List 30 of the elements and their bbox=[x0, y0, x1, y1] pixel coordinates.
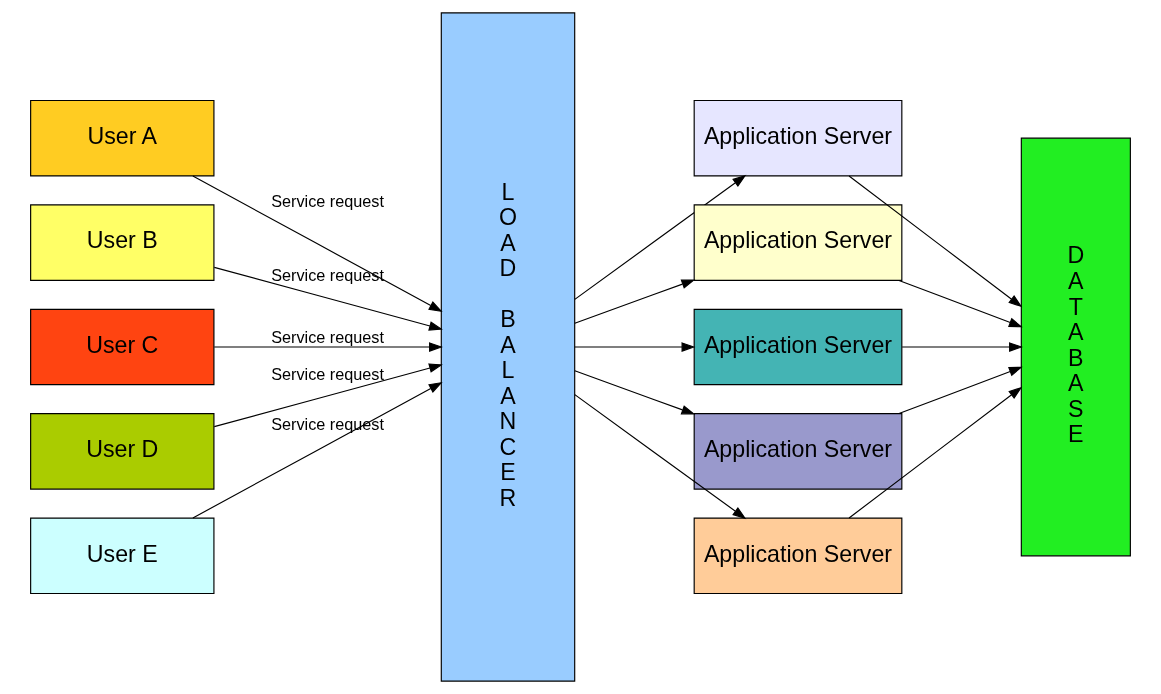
edge-label: Service request bbox=[271, 191, 385, 210]
node-box: Application Server bbox=[693, 308, 903, 386]
node-box: User C bbox=[30, 308, 215, 386]
arrow bbox=[848, 386, 1023, 519]
arrow bbox=[574, 370, 696, 415]
arrow bbox=[848, 175, 1023, 308]
arrow bbox=[192, 175, 443, 313]
node-box: Application Server bbox=[693, 413, 903, 490]
node-box: DATABASE bbox=[1020, 137, 1131, 557]
arrow bbox=[574, 394, 747, 520]
node-box: User A bbox=[30, 99, 215, 177]
node-box: User D bbox=[30, 413, 215, 490]
arrow bbox=[898, 279, 1023, 328]
node-box: Application Server bbox=[693, 517, 903, 595]
node-box: Application Server bbox=[693, 99, 903, 177]
arrow bbox=[574, 174, 747, 300]
node-box: User E bbox=[30, 517, 215, 595]
node-box: Application Server bbox=[693, 204, 903, 281]
node-box: User B bbox=[30, 204, 215, 281]
arrow bbox=[574, 342, 696, 352]
edge-label: Service request bbox=[271, 364, 385, 383]
arrow bbox=[213, 363, 443, 428]
arrow bbox=[213, 266, 443, 331]
edge-label: Service request bbox=[271, 327, 385, 346]
arrow bbox=[898, 366, 1023, 415]
node-box: LOAD BALANCER bbox=[440, 12, 576, 682]
arrow bbox=[213, 342, 443, 352]
arrow bbox=[192, 381, 443, 519]
arrow bbox=[901, 342, 1023, 352]
arrow bbox=[574, 279, 696, 324]
